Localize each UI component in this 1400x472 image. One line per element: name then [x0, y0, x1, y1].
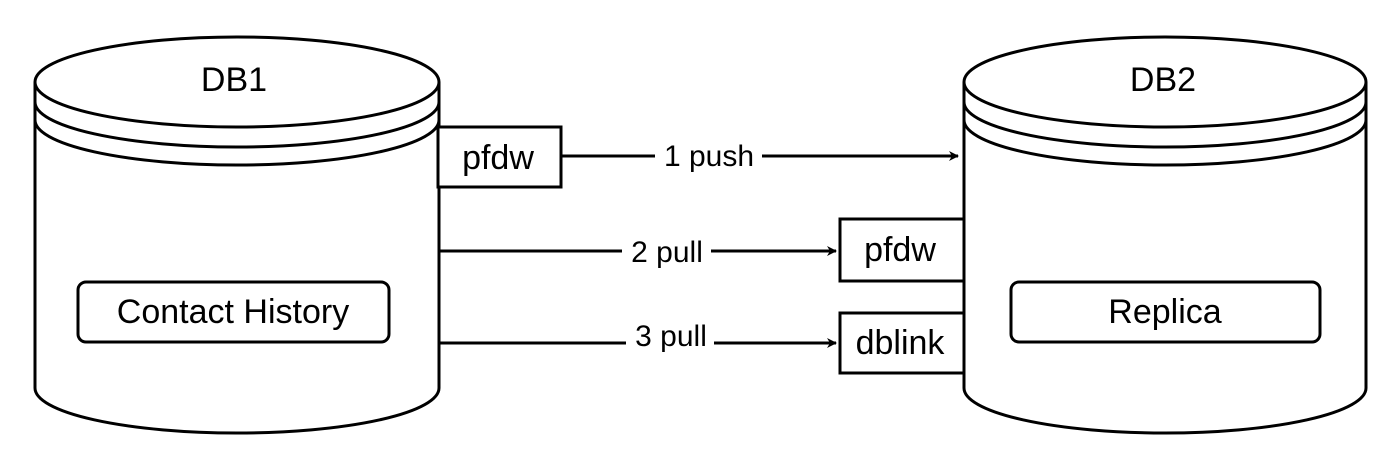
db1-ring-1	[33, 101, 441, 149]
edge-3-label: 3 pull	[635, 320, 707, 353]
db1-table-label: Contact History	[117, 293, 349, 331]
db2-cylinder[interactable]	[962, 35, 1368, 435]
db2-table-box[interactable]: Replica	[1009, 280, 1322, 344]
db1-pfdw-box[interactable]: pfdw	[436, 125, 563, 189]
db2-top-ellipse	[962, 35, 1368, 129]
edge-1-push[interactable]: 1 push	[561, 140, 959, 173]
edge-2-pull[interactable]: 2 pull	[439, 236, 837, 269]
db1-cylinder[interactable]	[33, 35, 441, 435]
db1-body	[33, 82, 441, 435]
db1-pfdw-label: pfdw	[462, 139, 534, 177]
db1-ring-2	[33, 119, 441, 167]
db2-dblink-box[interactable]: dblink	[838, 311, 966, 375]
db2-body	[962, 82, 1368, 435]
db2-table-label: Replica	[1108, 293, 1221, 331]
db2-ring-2	[962, 119, 1368, 167]
db1-table-box[interactable]: Contact History	[76, 280, 391, 344]
db2-pfdw-label: pfdw	[864, 231, 936, 269]
db2-ring-1	[962, 101, 1368, 149]
edge-2-label: 2 pull	[631, 236, 703, 269]
db1-top-ellipse	[33, 35, 441, 129]
db2-dblink-label: dblink	[856, 324, 946, 362]
edge-3-pull[interactable]: 3 pull	[439, 320, 837, 353]
db1-title: DB1	[201, 61, 267, 99]
db2-pfdw-box[interactable]: pfdw	[838, 217, 966, 283]
edge-1-label: 1 push	[664, 140, 754, 173]
db2-title: DB2	[1130, 61, 1196, 99]
